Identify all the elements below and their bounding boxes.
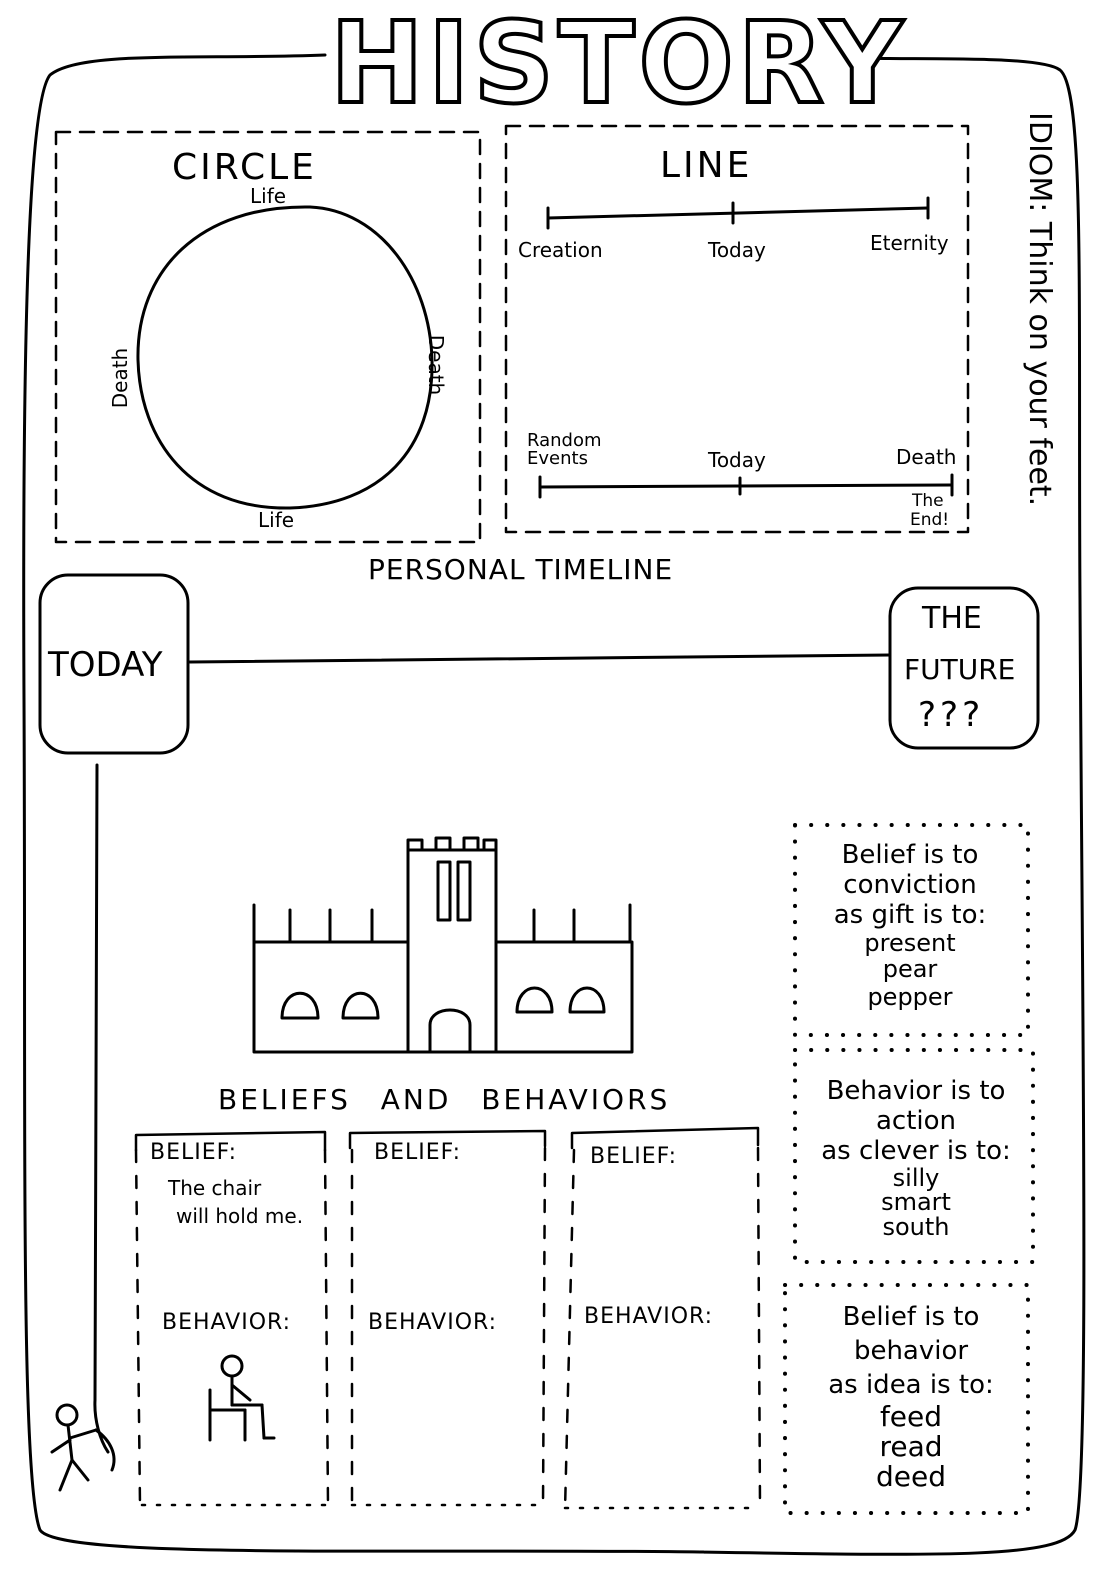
analogy-box-frames — [783, 823, 1035, 1515]
analogy-3-option-1: feed — [879, 1400, 943, 1433]
personal-timeline-heading: PERSONAL TIMELINE — [368, 553, 674, 586]
circle-panel — [54, 130, 482, 544]
history-line — [546, 206, 930, 220]
circle-left-label: Death — [108, 347, 133, 409]
life-line — [538, 483, 954, 489]
line-upper-middle: Today — [708, 238, 766, 262]
analogy-3-option-2: read — [879, 1430, 943, 1463]
analogy-2-option-1: silly — [892, 1164, 940, 1192]
line-lower-start-2: Events — [527, 448, 588, 469]
analogy-2-line-3: as clever is to: — [821, 1136, 1011, 1166]
page-frame — [22, 53, 1086, 1556]
belief-text-1a: The chair — [168, 1176, 262, 1200]
future-label-1: THE — [922, 601, 982, 636]
analogy-3-line-1: Belief is to — [842, 1302, 980, 1332]
analogy-1-option-2: pear — [882, 955, 938, 983]
analogy-2-option-3: south — [882, 1213, 950, 1241]
future-box — [888, 586, 1040, 750]
today-box — [38, 573, 190, 755]
line-lower-end-note: The — [912, 491, 944, 511]
belief-label-3: BELIEF: — [590, 1144, 677, 1169]
line-upper-end: Eternity — [870, 231, 949, 255]
analogy-1-option-3: pepper — [867, 983, 953, 1011]
sitting-person-on-chair — [208, 1354, 276, 1442]
circle-top-label: Life — [250, 184, 287, 208]
analogy-2-line-2: action — [875, 1106, 957, 1136]
behavior-label-3: BEHAVIOR: — [584, 1304, 714, 1329]
belief-label-1: BELIEF: — [150, 1140, 237, 1165]
analogy-3-line-3: as idea is to: — [828, 1370, 994, 1400]
idiom-text: IDIOM: Think on your feet. — [1022, 112, 1057, 507]
stick-figure-climber — [50, 1403, 116, 1492]
analogy-3-option-3: deed — [876, 1460, 946, 1493]
circle-heading: CIRCLE — [172, 147, 317, 188]
analogy-1-line-3: as gift is to: — [833, 900, 987, 930]
analogy-2-option-2: smart — [881, 1188, 951, 1216]
analogy-1-option-1: present — [864, 929, 956, 957]
line-upper-start: Creation — [518, 238, 603, 262]
line-lower-end-note-2: End! — [910, 510, 950, 530]
rope-line — [93, 763, 110, 1454]
analogy-3: Belief is to behavior as idea is to: fee… — [800, 1300, 1022, 1492]
line-panel — [504, 124, 970, 534]
future-label-2: FUTURE — [904, 653, 1016, 686]
analogy-3-line-2: behavior — [853, 1336, 969, 1366]
future-label-3: ??? — [918, 695, 985, 735]
behavior-label-2: BEHAVIOR: — [368, 1310, 498, 1335]
circle-bottom-label: Life — [258, 508, 295, 532]
line-lower-end: Death — [896, 445, 957, 469]
timeline-line — [188, 653, 892, 664]
life-circle — [136, 205, 434, 510]
page-title: HISTORY — [328, 0, 907, 129]
analogy-1: Belief is to conviction as gift is to: p… — [805, 840, 1015, 1012]
circle-right-label: Death — [424, 334, 449, 396]
today-label: TODAY — [48, 645, 163, 685]
line-heading: LINE — [660, 145, 753, 186]
castle-illustration — [252, 836, 634, 1054]
beliefs-heading: BELIEFS AND BEHAVIORS — [218, 1083, 671, 1116]
analogy-2-line-1: Behavior is to — [826, 1076, 1006, 1106]
belief-label-2: BELIEF: — [374, 1140, 461, 1165]
analogy-1-line-2: conviction — [843, 870, 977, 900]
line-lower-middle: Today — [708, 448, 766, 472]
behavior-label-1: BEHAVIOR: — [162, 1310, 292, 1335]
analogy-1-line-1: Belief is to — [841, 840, 979, 870]
belief-text-1b: will hold me. — [176, 1204, 304, 1228]
belief-box-frames — [134, 1126, 762, 1512]
analogy-2: Behavior is to action as clever is to: s… — [805, 1076, 1027, 1240]
line-lower-start: Random — [527, 430, 602, 451]
